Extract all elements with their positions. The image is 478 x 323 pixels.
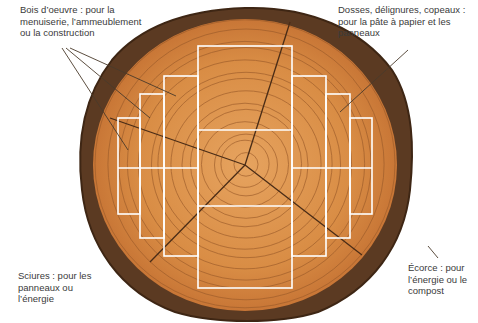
- cracks: [110, 22, 362, 262]
- product-label: Écorce : pour l’énergie ou le compost: [408, 262, 474, 297]
- cutting-pattern: [118, 46, 372, 288]
- leader-lines: [62, 48, 438, 258]
- bark: [80, 8, 412, 321]
- product-label: Sciures : pour les panneaux ou l’énergie: [18, 270, 98, 305]
- growth-rings: [95, 20, 395, 308]
- product-label: Bois d’oeuvre : pour la menuiserie, l’am…: [20, 4, 146, 39]
- wood: [93, 19, 397, 311]
- product-label: Dosses, délignures, copeaux : pour la pâ…: [338, 4, 472, 39]
